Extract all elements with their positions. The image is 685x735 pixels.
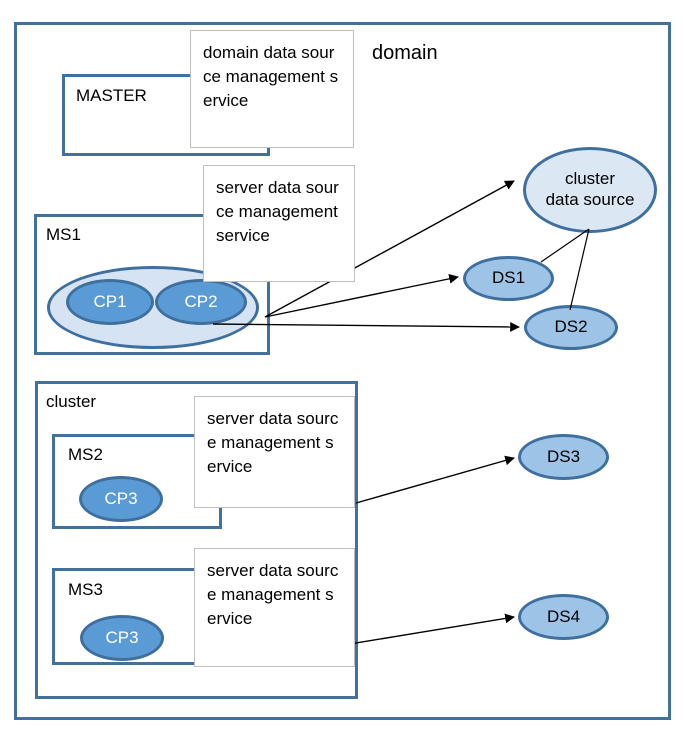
note-ms2-server-data-source-management-service[interactable]: server data source management service — [194, 396, 355, 508]
node-cp2[interactable]: CP2 — [155, 279, 247, 325]
node-ds4[interactable]: DS4 — [518, 594, 609, 640]
node-ds3[interactable]: DS3 — [518, 434, 609, 480]
node-ds2-label: DS2 — [554, 317, 588, 337]
container-master-label: MASTER — [76, 86, 147, 105]
container-cluster[interactable] — [35, 381, 358, 699]
node-cp1-label: CP1 — [93, 291, 127, 311]
node-ds4-label: DS4 — [546, 606, 581, 626]
node-cp3-ms2[interactable]: CP3 — [79, 476, 163, 522]
node-cp3-ms2-label: CP3 — [104, 488, 138, 508]
node-cp2-label: CP2 — [184, 291, 218, 311]
node-cp3-ms3[interactable]: CP3 — [80, 615, 164, 661]
node-ds2[interactable]: DS2 — [524, 305, 618, 350]
node-cluster-data-source-line1: cluster — [564, 169, 616, 189]
container-domain[interactable] — [14, 22, 671, 720]
node-cp3-ms3-label: CP3 — [105, 627, 139, 647]
container-ms3-label: MS3 — [68, 580, 103, 599]
page-title: domain — [372, 42, 438, 64]
container-cluster-label: cluster — [46, 392, 97, 411]
note-ms2-text: server data source management service — [207, 409, 339, 477]
container-ms2-label: MS2 — [68, 445, 103, 464]
note-domain-text: domain data source management service — [203, 43, 339, 111]
node-cluster-data-source-line2: data source — [545, 190, 635, 209]
node-cp1[interactable]: CP1 — [66, 279, 154, 325]
note-domain-data-source-management-service[interactable]: domain data source management service — [190, 30, 354, 148]
container-ms1-label: MS1 — [46, 225, 81, 244]
node-cluster-data-source[interactable]: cluster data source — [523, 147, 657, 233]
node-ds3-label: DS3 — [546, 446, 581, 466]
